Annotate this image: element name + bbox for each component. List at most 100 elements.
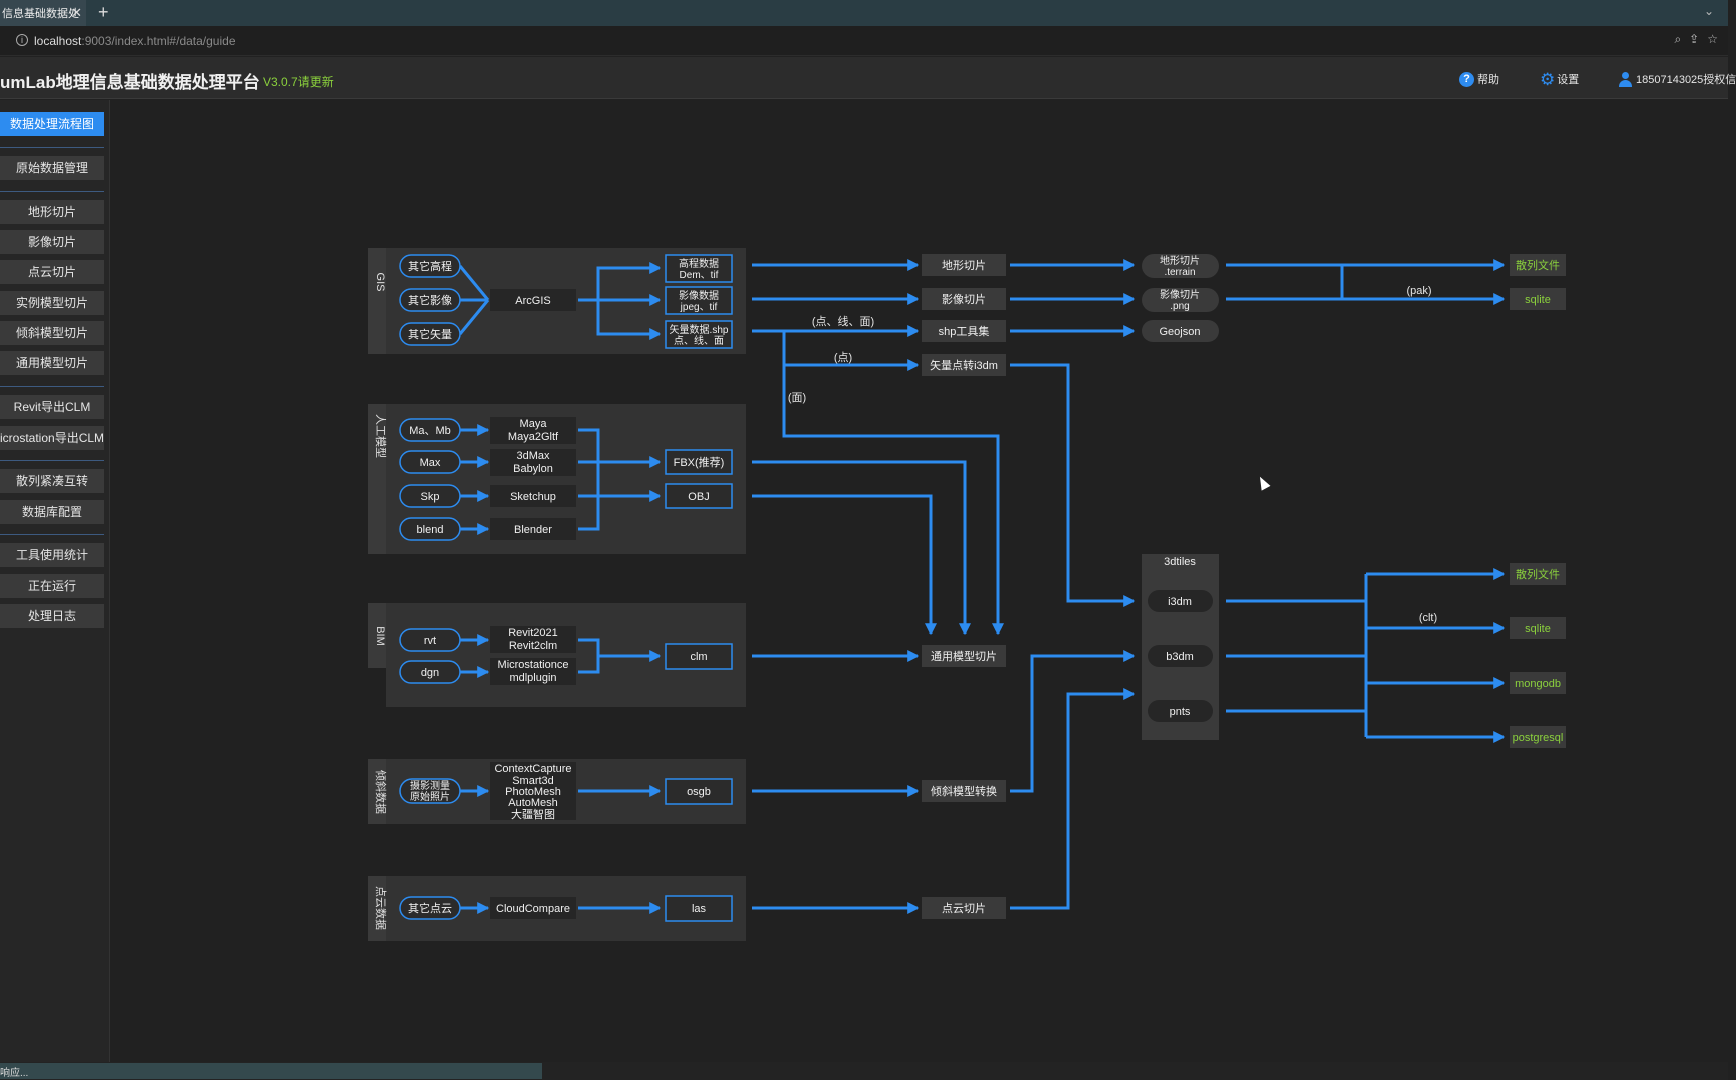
sidebar-item-terrain-tiling[interactable]: 地形切片 (0, 200, 104, 224)
sidebar-item-running[interactable]: 正在运行 (0, 574, 104, 598)
sidebar-item-pointcloud-tiling[interactable]: 点云切片 (0, 260, 104, 284)
input-label: Skp (421, 491, 440, 503)
tool-node-contextcapture[interactable] (490, 762, 576, 820)
sidebar-item-oblique-model[interactable]: 倾斜模型切片 (0, 321, 104, 345)
input-node-dgn[interactable] (399, 660, 461, 684)
tool-label: Maya2Gltf (508, 431, 559, 443)
format-node-image[interactable] (665, 286, 733, 315)
edge (1010, 650, 1136, 793)
new-tab-icon[interactable]: + (98, 2, 109, 22)
process-node-oblique[interactable] (922, 780, 1006, 802)
browser-tabstrip: 信息基础数据处 ✕ + ⌄ (0, 0, 1728, 26)
edge-label-pt-line-poly: (点、线、面) (812, 314, 874, 328)
input-node-blend[interactable] (399, 517, 461, 541)
sidebar-item-raw-data[interactable]: 原始数据管理 (0, 156, 104, 180)
process-node-pointcloud[interactable] (922, 897, 1006, 919)
sidebar-item-hash-compact[interactable]: 散列紧凑互转 (0, 469, 104, 493)
format-node-fbx[interactable] (665, 449, 733, 475)
zoom-icon[interactable]: ⌕ (1674, 32, 1690, 46)
store-node-scatter-bottom[interactable] (1510, 563, 1566, 585)
sidebar-item-revit-clm[interactable]: Revit导出CLM (0, 395, 104, 419)
store-node-scatter-top[interactable] (1510, 254, 1566, 276)
store-node-postgresql[interactable] (1510, 726, 1566, 748)
sidebar-item-instance-model[interactable]: 实例模型切片 (0, 291, 104, 315)
process-node-terrain[interactable] (922, 254, 1006, 276)
format-node-shp[interactable] (665, 320, 733, 349)
edge (752, 460, 971, 636)
tool-node-sketchup[interactable] (490, 485, 576, 507)
site-info-icon[interactable]: i (16, 34, 28, 46)
input-node-other-vec[interactable] (399, 322, 461, 346)
tool-node-maya[interactable] (490, 417, 576, 444)
tool-label: 3dMax (516, 450, 550, 462)
status-text: 响应... (0, 1068, 29, 1079)
tool-node-microstation[interactable] (490, 658, 576, 685)
store-node-mongodb[interactable] (1510, 672, 1566, 694)
sidebar-item-general-model[interactable]: 通用模型切片 (0, 351, 104, 375)
output-node-terrain[interactable] (1142, 254, 1219, 278)
settings-button[interactable]: ⚙ 设置 (1540, 69, 1579, 89)
output-node-b3dm[interactable] (1148, 645, 1213, 667)
bookmark-star-icon[interactable]: ☆ (1707, 32, 1726, 46)
sidebar-divider (0, 534, 104, 535)
output-node-png[interactable] (1142, 288, 1219, 312)
tool-label: CloudCompare (496, 903, 570, 915)
tool-node-blender[interactable] (490, 518, 576, 540)
browser-tab[interactable]: 信息基础数据处 ✕ (0, 0, 86, 26)
format-node-las[interactable] (665, 895, 733, 922)
store-node-sqlite-bottom[interactable] (1510, 617, 1566, 639)
tab-list-chevron-icon[interactable]: ⌄ (1703, 4, 1714, 18)
input-node-ma-mb[interactable] (399, 418, 461, 442)
store-node-sqlite-top[interactable] (1510, 288, 1566, 310)
input-node-max[interactable] (399, 450, 461, 474)
gear-icon: ⚙ (1540, 69, 1556, 89)
process-node-vec-i3dm[interactable] (922, 354, 1006, 376)
tool-node-3dmax[interactable] (490, 449, 576, 476)
sidebar-item-logs[interactable]: 处理日志 (0, 604, 104, 628)
sidebar-item-microstation-clm[interactable]: icrostation导出CLM (0, 426, 104, 450)
input-label: blend (417, 524, 444, 536)
sidebar-item-database-config[interactable]: 数据库配置 (0, 500, 104, 524)
user-icon (1618, 72, 1632, 87)
user-account-button[interactable]: 18507143025授权信 (1618, 71, 1736, 87)
tool-label: Babylon (513, 463, 553, 475)
tool-label: 大疆智图 (511, 807, 555, 821)
output-node-i3dm[interactable] (1148, 590, 1213, 612)
sidebar-item-flowchart[interactable]: 数据处理流程图 (0, 112, 104, 136)
process-node-image[interactable] (922, 288, 1006, 310)
process-node-shp[interactable] (922, 320, 1006, 342)
app-header: umLab地理信息基础数据处理平台 V3.0.7请更新 ? 帮助 ⚙ 设置 18… (0, 57, 1736, 99)
tool-node-cloudcompare[interactable] (490, 897, 576, 919)
help-button[interactable]: ? 帮助 (1459, 71, 1499, 87)
tab-close-icon[interactable]: ✕ (71, 5, 82, 20)
sidebar-item-image-tiling[interactable]: 影像切片 (0, 230, 104, 254)
input-node-skp[interactable] (399, 484, 461, 508)
input-label: 其它点云 (408, 901, 452, 915)
input-node-other-img[interactable] (399, 288, 461, 312)
format-node-obj[interactable] (665, 483, 733, 509)
input-node-other-cloud[interactable] (399, 896, 461, 920)
input-node-other-dem[interactable] (399, 254, 461, 278)
format-node-osgb[interactable] (665, 778, 733, 805)
input-label: 摄影测量 (410, 779, 450, 792)
group-label-bim: BIM (374, 626, 386, 646)
format-node-dem[interactable] (665, 254, 733, 283)
url-field[interactable]: localhost:9003/index.html#/data/guide (34, 34, 236, 48)
app-version[interactable]: V3.0.7请更新 (263, 75, 334, 89)
process-node-general-model[interactable] (922, 645, 1006, 667)
tool-node-arcgis[interactable] (490, 289, 576, 311)
tool-node-revit[interactable] (490, 626, 576, 653)
group-label-manual: 人工模型 (374, 414, 388, 458)
format-label: osgb (687, 786, 711, 798)
output-node-geojson[interactable] (1142, 320, 1219, 342)
output-node-pnts[interactable] (1148, 700, 1213, 722)
format-label: 高程数据 (679, 257, 719, 270)
share-icon[interactable]: ⇪ (1689, 32, 1708, 46)
format-node-clm[interactable] (665, 643, 733, 670)
input-node-rvt[interactable] (399, 628, 461, 652)
input-node-photo[interactable] (399, 778, 461, 804)
input-label: dgn (421, 667, 439, 679)
format-label: FBX(推荐) (674, 455, 725, 469)
sidebar-item-tool-stats[interactable]: 工具使用统计 (0, 543, 104, 567)
output-label: .terrain (1164, 267, 1195, 278)
